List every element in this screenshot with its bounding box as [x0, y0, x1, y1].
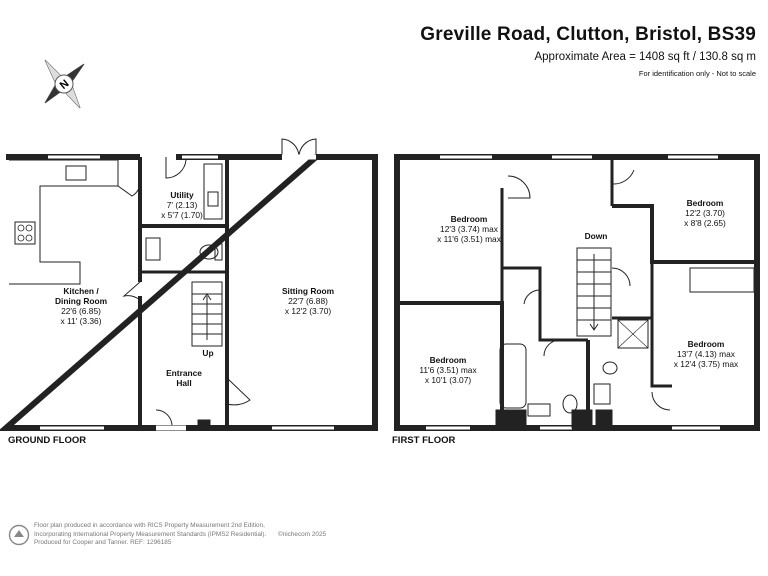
property-title: Greville Road, Clutton, Bristol, BS39	[420, 24, 756, 45]
room-name: Dining Room	[54, 296, 108, 306]
room-label-kitchen-dining: Kitchen / Dining Room 22'6 (6.85) x 11' …	[38, 286, 124, 326]
ground-floor-label: GROUND FLOOR	[8, 435, 87, 446]
room-label-sitting-room: Sitting Room 22'7 (6.88) x 12'2 (3.70)	[262, 286, 354, 316]
footer-line: Floor plan produced in accordance with R…	[34, 522, 265, 529]
room-dim: 12'3 (3.74) max	[440, 224, 498, 234]
room-label-utility: Utility 7' (2.13) x 5'7 (1.70)	[148, 190, 216, 220]
identification-note: For identification only - Not to scale	[638, 69, 756, 78]
ground-windows	[40, 155, 334, 430]
room-label-entrance-hall: Entrance Hall	[158, 368, 210, 388]
room-label-bedroom-4: Bedroom 13'7 (4.13) max x 12'4 (3.75) ma…	[658, 339, 754, 369]
room-label-bedroom-3: Bedroom 11'6 (3.51) max x 10'1 (3.07)	[398, 355, 498, 385]
room-dim: 13'7 (4.13) max	[677, 349, 735, 359]
room-name: Sitting Room	[281, 286, 335, 296]
room-name: Bedroom	[429, 355, 467, 365]
room-name: Hall	[176, 378, 192, 388]
rics-logo-icon	[8, 524, 30, 546]
footer-line: Incorporating International Property Mea…	[34, 530, 267, 538]
room-dim: 7' (2.13)	[166, 200, 198, 210]
footer-copyright: ©nichecom 2025	[278, 531, 327, 538]
room-name: Entrance	[166, 368, 202, 378]
room-dim: 11'6 (3.51) max	[419, 365, 477, 375]
room-name: Kitchen /	[63, 286, 99, 296]
compass-icon: N	[44, 59, 85, 109]
approximate-area: Approximate Area = 1408 sq ft / 130.8 sq…	[534, 51, 756, 63]
room-dim: x 12'4 (3.75) max	[673, 359, 739, 369]
room-name: Utility	[170, 190, 194, 200]
room-dim: 22'6 (6.85)	[61, 306, 101, 316]
room-dim: 12'2 (3.70)	[685, 208, 725, 218]
first-floor-plan	[394, 154, 760, 431]
room-dim: 22'7 (6.88)	[288, 296, 328, 306]
room-dim: x 8'8 (2.65)	[684, 218, 726, 228]
footer-line: Produced for Cooper and Tanner. REF: 129…	[34, 539, 172, 547]
room-name: Bedroom	[450, 214, 488, 224]
first-floor-label: FIRST FLOOR	[392, 435, 456, 446]
room-label-bedroom-2: Bedroom 12'2 (3.70) x 8'8 (2.65)	[668, 198, 742, 228]
room-dim: x 11'6 (3.51) max	[437, 234, 501, 244]
room-name: Bedroom	[686, 198, 724, 208]
room-name: Bedroom	[687, 339, 725, 349]
stairs-up-label: Up	[202, 348, 214, 358]
footer-text: Floor plan produced in accordance with R…	[34, 522, 266, 548]
room-dim: x 10'1 (3.07)	[424, 375, 472, 385]
stairs-down-label: Down	[584, 231, 608, 241]
room-dim: x 11' (3.36)	[60, 316, 102, 326]
room-dim: x 5'7 (1.70)	[161, 210, 203, 220]
ground-floor-plan	[0, 138, 378, 431]
room-label-bedroom-1: Bedroom 12'3 (3.74) max x 11'6 (3.51) ma…	[418, 214, 520, 244]
room-dim: x 12'2 (3.70)	[284, 306, 332, 316]
